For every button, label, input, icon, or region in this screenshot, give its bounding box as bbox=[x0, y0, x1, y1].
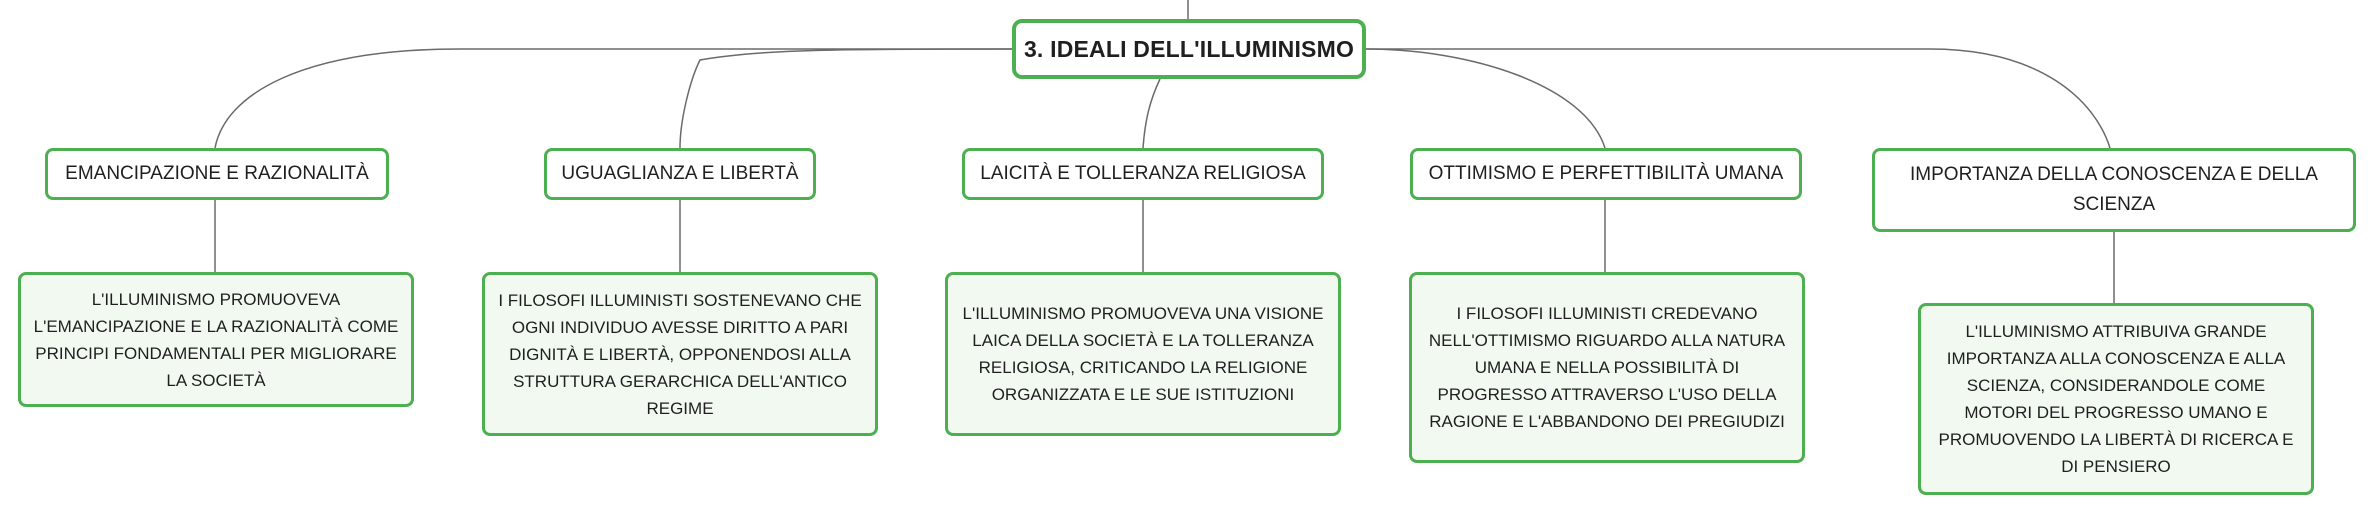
topic-label: UGUAGLIANZA E LIBERTÀ bbox=[561, 163, 799, 184]
detail-text: L'ILLUMINISMO ATTRIBUIVA GRANDE IMPORTAN… bbox=[1938, 322, 2294, 476]
root-label: 3. IDEALI DELL'ILLUMINISMO bbox=[1023, 35, 1355, 62]
topic-node-uguaglianza[interactable]: UGUAGLIANZA E LIBERTÀ bbox=[544, 148, 816, 200]
root-node[interactable]: 3. IDEALI DELL'ILLUMINISMO bbox=[1012, 19, 1366, 79]
topic-label: IMPORTANZA DELLA CONOSCENZA E DELLA SCIE… bbox=[1910, 164, 2318, 215]
detail-text: I FILOSOFI ILLUMINISTI CREDEVANO NELL'OT… bbox=[1428, 304, 1786, 431]
connector-root-topic-3 bbox=[1142, 78, 1161, 149]
topic-label: EMANCIPAZIONE E RAZIONALITÀ bbox=[65, 163, 369, 184]
topic-node-conoscenza[interactable]: IMPORTANZA DELLA CONOSCENZA E DELLA SCIE… bbox=[1872, 148, 2356, 232]
detail-text: L'ILLUMINISMO PROMUOVEVA UNA VISIONE LAI… bbox=[962, 304, 1324, 404]
detail-text: L'ILLUMINISMO PROMUOVEVA L'EMANCIPAZIONE… bbox=[33, 289, 399, 390]
detail-node-ottimismo[interactable]: I FILOSOFI ILLUMINISTI CREDEVANO NELL'OT… bbox=[1409, 272, 1805, 463]
detail-node-emancipazione[interactable]: L'ILLUMINISMO PROMUOVEVA L'EMANCIPAZIONE… bbox=[18, 272, 414, 407]
connector-root-topic-4 bbox=[1365, 48, 1606, 149]
topic-label: OTTIMISMO E PERFETTIBILITÀ UMANA bbox=[1428, 163, 1784, 184]
detail-node-laicita[interactable]: L'ILLUMINISMO PROMUOVEVA UNA VISIONE LAI… bbox=[945, 272, 1341, 436]
connector-root-topic-2 bbox=[679, 48, 1013, 149]
topic-node-emancipazione[interactable]: EMANCIPAZIONE E RAZIONALITÀ bbox=[45, 148, 389, 200]
connector-root-topic-5 bbox=[1366, 48, 2111, 149]
connector-root-topic-1 bbox=[214, 48, 1012, 149]
topic-node-laicita[interactable]: LAICITÀ E TOLLERANZA RELIGIOSA bbox=[962, 148, 1324, 200]
topic-label: LAICITÀ E TOLLERANZA RELIGIOSA bbox=[980, 163, 1306, 184]
detail-text: I FILOSOFI ILLUMINISTI SOSTENEVANO CHE O… bbox=[498, 290, 862, 418]
detail-node-uguaglianza[interactable]: I FILOSOFI ILLUMINISTI SOSTENEVANO CHE O… bbox=[482, 272, 878, 436]
detail-node-conoscenza[interactable]: L'ILLUMINISMO ATTRIBUIVA GRANDE IMPORTAN… bbox=[1918, 303, 2314, 495]
topic-node-ottimismo[interactable]: OTTIMISMO E PERFETTIBILITÀ UMANA bbox=[1410, 148, 1802, 200]
